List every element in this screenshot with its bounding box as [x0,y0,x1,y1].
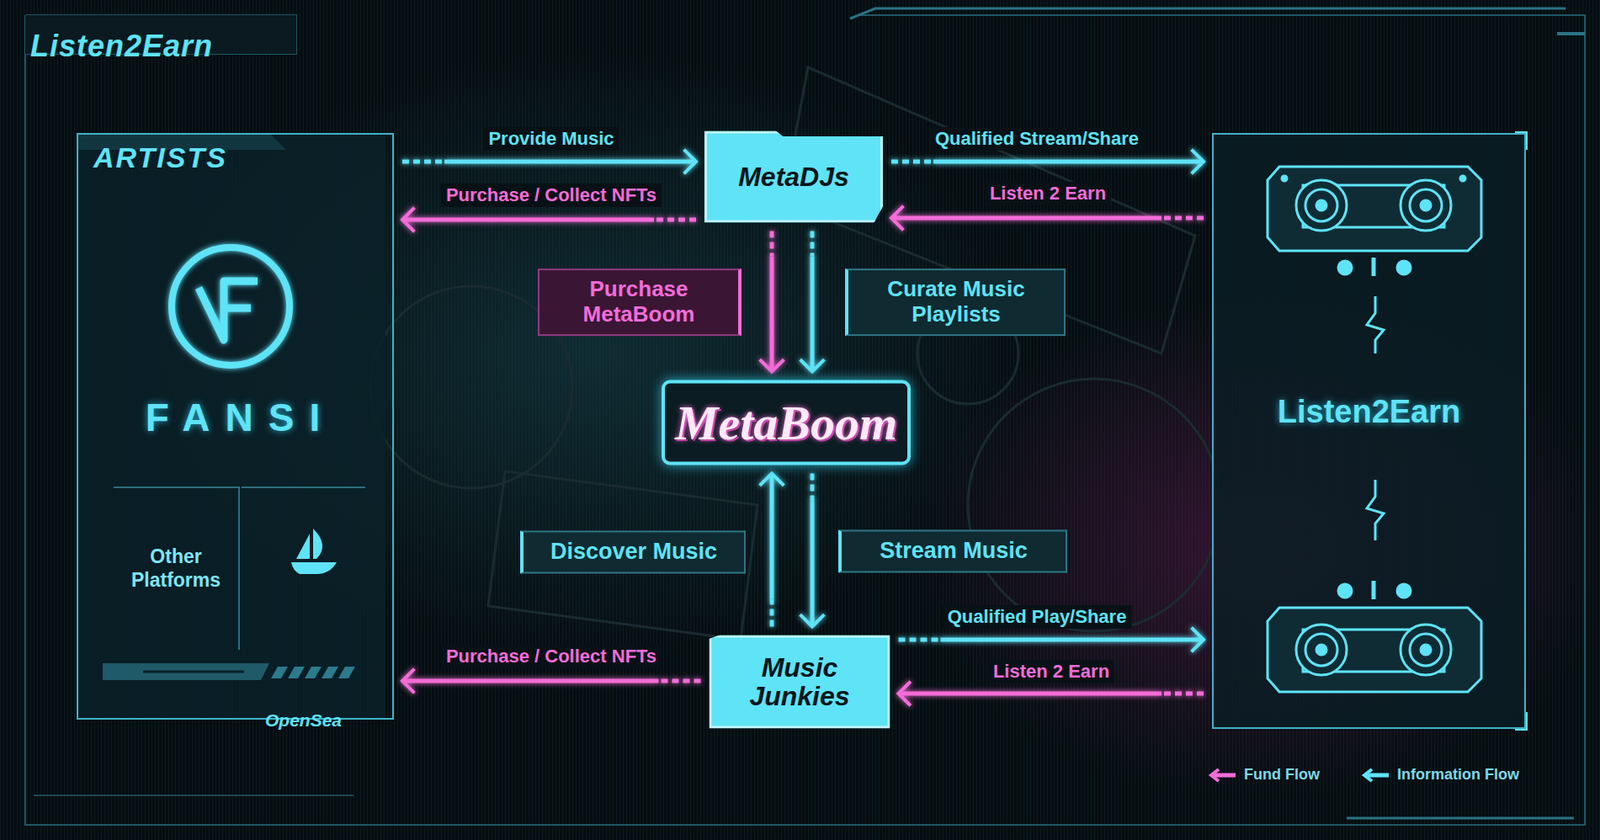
fansi-brand: FANSI [78,387,388,448]
node-text: ARTISTS [93,141,228,175]
flow-label: Qualified Stream/Share [930,127,1144,151]
flow-connector [801,473,824,628]
node-text: MetaBoom [675,394,898,452]
arrow-head [685,150,697,173]
legend-arrow-head [1364,769,1372,782]
opensea-icon [291,528,337,575]
arrow-head [1192,628,1204,651]
flow-connector [898,628,1205,651]
flow-connector [402,208,697,231]
node-text: Listen2Earn [1277,393,1462,431]
cassette-bottom [1267,580,1482,692]
flow-label: Listen 2 Earn [988,659,1115,684]
legend-swatch [1360,766,1391,784]
legend-item: Fund Flow [1206,765,1320,784]
flow-line [403,679,660,684]
flow-line [770,475,775,600]
dashed-tail [659,679,702,684]
dashed-tail [1161,691,1204,697]
flow-label: Provide Music [483,127,619,151]
flow-line [403,217,654,223]
flow-connector [801,231,824,373]
node-text: FANSI [130,394,335,441]
legend-item: Information Flow [1360,765,1520,784]
arrow-head [402,669,414,692]
artists-panel: ARTISTSFANSIOther PlatformsOpenSea [76,132,394,720]
role-box: MetaDJs [704,131,883,224]
arrow-head [760,473,783,485]
diagram-title: Listen2Earn [30,28,213,64]
fansi-logo [171,247,290,366]
flow-connector [891,207,1204,229]
legend-swatch [1206,766,1238,784]
dashed-tail [653,217,697,223]
flow-line [933,159,1202,165]
node-text: OpenSea [265,710,342,731]
flow-connector [891,150,1204,173]
node-text: Music Junkies [723,653,877,710]
legend-text: Information Flow [1397,765,1520,784]
flow-line [900,691,1163,697]
dashed-tail [770,599,775,628]
arrow-head [760,361,783,373]
dashed-tail [810,231,815,257]
flow-line [770,256,775,371]
arrow-head [801,616,824,628]
hub-box: MetaBoom [661,380,911,466]
node-text: Other Platforms [118,545,234,592]
frame [25,8,1585,825]
legend-arrow-head [1211,769,1219,782]
flow-line [940,637,1203,643]
flow-line [810,256,815,371]
dashed-tail [770,231,775,257]
flow-label: Purchase / Collect NFTs [441,183,662,208]
node-text: MetaDJs [738,161,850,193]
flow-label-box: Stream Music [838,529,1068,573]
arrow-head [801,361,824,373]
arrow-head [898,682,910,705]
flow-line [444,159,695,165]
dashed-tail [891,159,934,165]
flow-connector [402,150,697,173]
flow-connector [760,473,783,628]
dashed-tail [1161,216,1204,221]
dashed-tail [810,473,815,502]
artists-bottom-bar [102,663,356,681]
flow-label: Listen 2 Earn [984,181,1111,206]
flow-label-box: Purchase MetaBoom [537,268,742,336]
flow-connector [402,669,702,692]
platform-cell: OpenSea [241,486,366,731]
role-box: Music Junkies [709,635,891,729]
arrow-head [1192,150,1204,173]
flow-label-box: Curate Music Playlists [845,268,1066,336]
listen-panel-fill [1211,132,1526,729]
background-sketch [370,67,1221,640]
cassette-top [1267,166,1482,277]
platform-cell: Other Platforms [113,486,240,650]
flow-connector [760,231,783,373]
flow-line [893,216,1162,221]
artists-panel-fill [76,132,386,720]
flow-label: Qualified Play/Share [942,605,1133,629]
flow-connector [898,682,1205,705]
arrow-head [402,208,414,231]
legend-text: Fund Flow [1243,765,1320,784]
flow-line [810,500,815,625]
dashed-tail [898,637,941,643]
listen-panel: Listen2Earn [1211,132,1526,729]
dashed-tail [402,159,445,165]
arrow-head [891,207,903,229]
flow-label-box: Discover Music [520,530,746,574]
flow-label: Purchase / Collect NFTs [441,644,662,669]
